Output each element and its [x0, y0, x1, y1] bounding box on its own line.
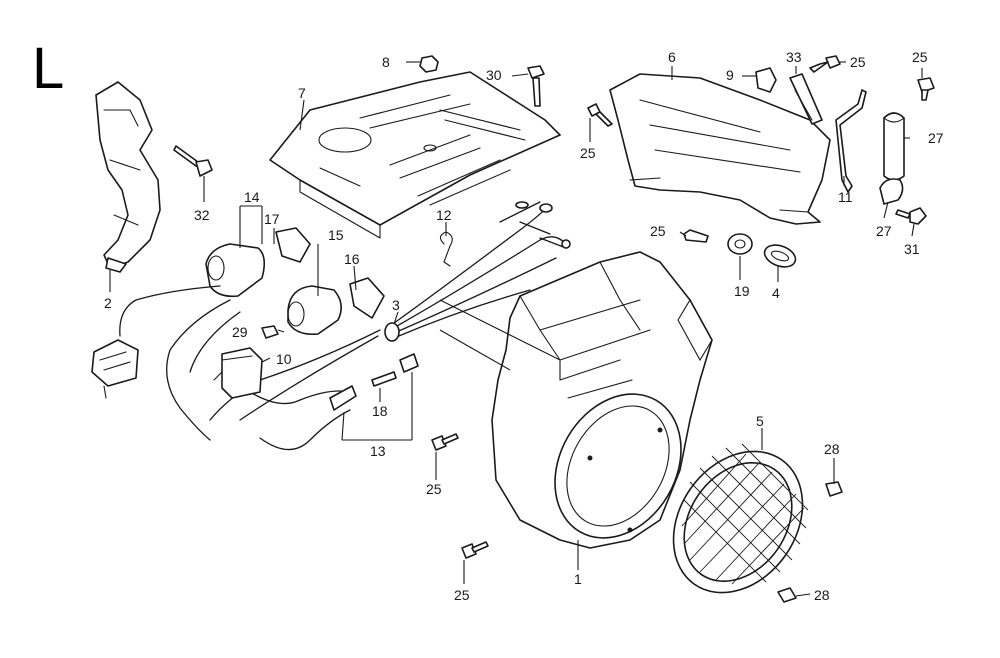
callout-15: 15	[328, 227, 344, 243]
callout-10: 10	[276, 351, 292, 367]
callout-25-c: 25	[650, 223, 666, 239]
part-12-wire-clip	[439, 231, 453, 267]
part-25-bolt-upper	[809, 55, 841, 73]
callout-12: 12	[436, 207, 452, 223]
part-2-side-bracket	[95, 81, 161, 273]
callout-13: 13	[370, 443, 386, 459]
callout-17: 17	[264, 211, 280, 227]
part-1-fan-housing	[491, 251, 713, 549]
callout-1: 1	[574, 571, 582, 587]
part-32-bolt	[527, 65, 545, 107]
callout-14: 14	[244, 189, 260, 205]
part-30-bolt	[895, 207, 927, 225]
part-14-ignition-coil	[205, 243, 266, 298]
part-33-spring-plate	[789, 73, 823, 125]
part-31-bolt	[173, 145, 213, 177]
part-13-fitting	[329, 353, 419, 411]
callout-33: 33	[786, 49, 802, 65]
callouts: 8 7 30 6 9 33 25 25 27 11 27 31 25 19 4 …	[104, 49, 944, 603]
part-28-bolt-lower	[777, 587, 797, 603]
callout-25-a: 25	[850, 54, 866, 70]
part-8-nut	[419, 55, 439, 73]
section-letter: L	[32, 36, 64, 101]
part-5-grille-screen	[672, 443, 809, 594]
callout-8: 8	[382, 54, 390, 70]
callout-25-b: 25	[912, 49, 928, 65]
callout-25-e: 25	[426, 481, 442, 497]
part-28-bolt-upper	[825, 481, 843, 497]
callout-5: 5	[756, 413, 764, 429]
part-18-pin	[371, 371, 397, 387]
part-4-grommet	[763, 244, 797, 268]
part-15-coil-cap	[287, 285, 342, 336]
callout-11: 11	[838, 189, 853, 205]
callout-2: 2	[104, 295, 112, 311]
callout-29: 29	[232, 324, 248, 340]
callout-9: 9	[726, 67, 734, 83]
callout-27: 27	[928, 130, 944, 146]
callout-3: 3	[392, 297, 400, 313]
callout-16: 16	[344, 251, 360, 267]
part-25-bolt-lower-left	[431, 433, 459, 451]
part-10-control-unit	[213, 347, 263, 399]
callout-31: 32	[194, 207, 210, 223]
part-26-clamp	[879, 178, 904, 205]
part-17-connector	[275, 227, 311, 263]
callout-30: 31	[904, 241, 920, 257]
callout-19: 19	[734, 283, 750, 299]
part-9-clip	[755, 67, 777, 93]
part-19-grommet	[727, 233, 753, 255]
part-7-top-cover	[269, 71, 561, 239]
part-25-bolt-middle	[683, 229, 709, 243]
callout-32: 30	[486, 67, 502, 83]
part-25-bolt-cover	[587, 103, 613, 127]
wiring-harness	[119, 201, 571, 451]
callout-4: 4	[772, 285, 780, 301]
part-25-bolt-bottom	[461, 541, 489, 559]
connector-block	[91, 339, 139, 399]
callout-25-d: 25	[580, 145, 596, 161]
callout-7: 7	[298, 85, 306, 101]
part-25-bolt-right	[917, 77, 935, 101]
callout-28-b: 28	[814, 587, 830, 603]
part-16-connector	[349, 277, 385, 319]
leader-lines	[109, 61, 923, 597]
part-27-tube	[883, 112, 905, 181]
callout-28-a: 28	[824, 441, 840, 457]
callout-6: 6	[668, 49, 676, 65]
callout-18: 18	[372, 403, 388, 419]
callout-26: 27	[876, 223, 892, 239]
part-11-bracket	[835, 89, 867, 193]
part-6-side-cover	[609, 73, 831, 225]
callout-25-f: 25	[454, 587, 470, 603]
part-29-bolt	[261, 325, 279, 339]
